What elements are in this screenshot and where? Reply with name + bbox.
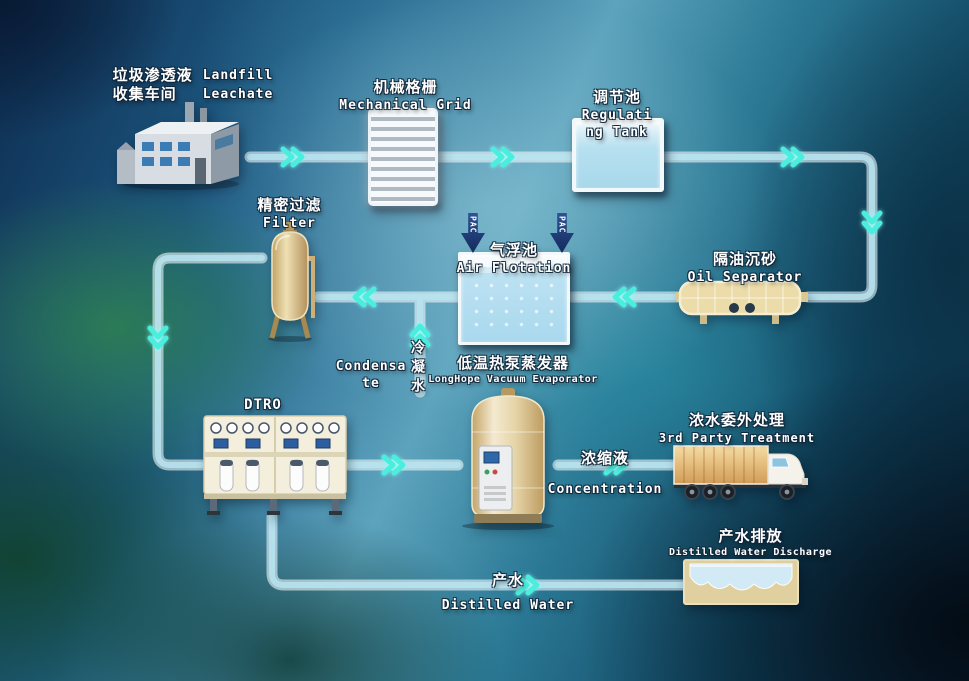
pac-label: PAC	[468, 216, 478, 234]
air-flotation-equipment	[458, 252, 570, 345]
precision-filter-equipment	[268, 222, 315, 342]
transport-truck-icon	[673, 445, 808, 500]
discharge-basin-equipment	[683, 559, 799, 605]
landfill-building-icon	[117, 102, 239, 190]
oil-separator-equipment	[676, 280, 808, 324]
bubbles-texture	[469, 279, 559, 334]
regulating-tank-equipment	[572, 118, 664, 192]
vacuum-evaporator-equipment	[462, 388, 554, 530]
pac-label: PAC	[557, 216, 567, 234]
mechanical-grid-equipment	[368, 108, 438, 206]
dtro-equipment	[203, 415, 347, 515]
